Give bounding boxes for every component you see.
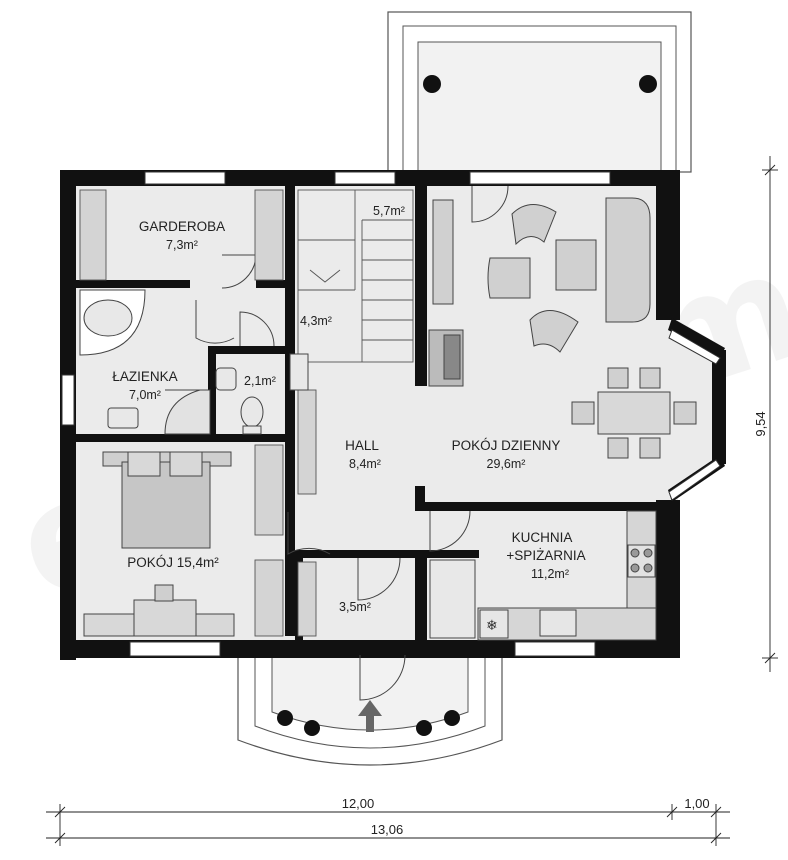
column-icon <box>444 710 460 726</box>
dimension-width-total: 13,06 <box>371 822 404 837</box>
toilet-icon <box>240 396 264 428</box>
room-name-hall: HALL <box>345 438 379 453</box>
dimension-labels: 12,00 1,00 13,06 9,54 <box>342 411 768 837</box>
armchair-icon <box>529 310 579 353</box>
dining-table-icon <box>597 391 671 435</box>
sink-icon <box>539 609 577 637</box>
fridge-icon <box>479 609 509 639</box>
doors <box>195 185 509 701</box>
column-icon <box>277 710 293 726</box>
room-name-pokoj-dzienny: POKÓJ DZIENNY <box>452 438 561 453</box>
room-area-stairs: 5,7m² <box>373 204 405 218</box>
room-name-lazienka: ŁAZIENKA <box>112 369 177 384</box>
armchair-icon <box>511 204 557 246</box>
armchair-icon <box>487 257 531 299</box>
sofa-icon <box>605 197 651 323</box>
kitchen-fixtures: ❄ <box>429 510 657 641</box>
entrance-arrow-icon <box>358 700 382 732</box>
interior-walls <box>76 186 660 640</box>
room-labels: GARDEROBA 7,3m² ŁAZIENKA 7,0m² 2,1m² 5,7… <box>112 204 585 614</box>
entrance-porch <box>237 652 503 766</box>
column-icon <box>423 75 441 93</box>
room-area-pokoj-dzienny: 29,6m² <box>487 457 526 471</box>
shower-icon <box>164 389 211 435</box>
room-name-pokoj: POKÓJ 15,4m² <box>127 555 219 570</box>
sink-icon <box>215 367 237 391</box>
dimension-width-main: 12,00 <box>342 796 375 811</box>
stairs-icon <box>297 189 414 363</box>
room-area-kuchnia: 11,2m² <box>531 567 569 581</box>
sink-icon <box>107 407 139 429</box>
bathroom-fixtures <box>79 289 309 435</box>
dimension-lines <box>46 156 778 846</box>
room-area-wc: 2,1m² <box>244 374 276 388</box>
dimension-width-terrace: 1,00 <box>684 796 709 811</box>
room-area-lazienka: 7,0m² <box>129 388 161 402</box>
living-furniture <box>428 197 697 459</box>
room-area-corridor: 4,3m² <box>300 314 332 328</box>
bedroom-furniture <box>83 451 235 637</box>
column-icon <box>304 720 320 736</box>
terrace-north <box>387 11 692 173</box>
room-name-spizarnia: +SPIŻARNIA <box>506 548 585 563</box>
room-name-garderoba: GARDEROBA <box>139 219 225 234</box>
dimension-depth: 9,54 <box>753 411 768 436</box>
column-icon <box>416 720 432 736</box>
room-area-hall: 8,4m² <box>349 457 381 471</box>
room-area-garderoba: 7,3m² <box>166 238 198 252</box>
windows <box>61 171 721 657</box>
room-name-kuchnia: KUCHNIA <box>512 530 573 545</box>
room-area-vestibule: 3,5m² <box>339 600 371 614</box>
built-in-closets <box>79 189 317 637</box>
column-icon <box>639 75 657 93</box>
svg-text:❄: ❄ <box>486 617 498 633</box>
